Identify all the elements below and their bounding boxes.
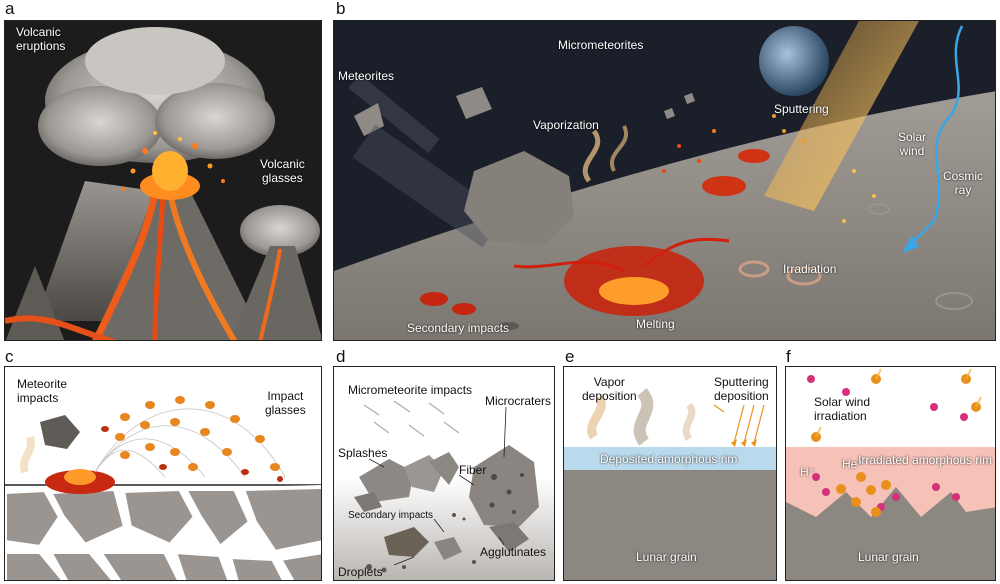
panel-a-volcanic: Volcanic eruptions Volcanic glasses — [4, 20, 322, 341]
label-sputtering: Sputtering — [774, 102, 829, 116]
impact-glasses-illustration — [5, 396, 321, 580]
label-deposited-rim: Deposited amorphous rim — [600, 452, 738, 466]
label-h-plus: H⁺ — [800, 465, 815, 479]
panel-label-d: d — [336, 347, 346, 366]
volcano-illustration — [5, 27, 321, 340]
label-micrometeorites: Micrometeorites — [558, 38, 644, 52]
label-lunar-grain-e: Lunar grain — [636, 550, 697, 564]
label-splashes: Splashes — [338, 446, 388, 460]
label-agglutinates: Agglutinates — [480, 545, 547, 559]
panel-e-deposited-rim: Vapor deposition Sputtering deposition D… — [563, 366, 777, 581]
label-vapor-deposition: Vapor deposition — [582, 375, 637, 403]
label-irradiated-rim: Irradiated amorphous rim — [858, 453, 993, 467]
label-solar-wind-irradiation: Solar wind irradiation — [814, 395, 871, 423]
label-secondary-impacts-d: Secondary impacts — [348, 510, 434, 521]
panel-label-b: b — [336, 0, 346, 18]
label-volcanic-glasses: Volcanic glasses — [260, 157, 305, 185]
panel-label-f: f — [786, 347, 791, 366]
label-cosmic-ray: Cosmic ray — [943, 169, 984, 197]
label-irradiation: Irradiation — [783, 262, 837, 276]
label-droplets: Droplets — [338, 565, 383, 579]
label-micrometeorite-impacts: Micrometeorite impacts — [348, 383, 473, 397]
panel-c-impact-glasses: Meteorite impacts Impact glasses — [4, 366, 322, 581]
vapor-deposition-illustration — [564, 388, 776, 580]
panel-label-e: e — [565, 347, 575, 366]
panel-f-irradiated-rim: Solar wind irradiation Irradiated amorph… — [785, 366, 996, 581]
solar-wind-irradiation-illustration — [786, 368, 995, 580]
panel-label-c: c — [5, 347, 14, 366]
label-vaporization: Vaporization — [533, 118, 599, 132]
label-meteorite-impacts: Meteorite impacts — [17, 377, 68, 405]
panel-d-micrometeorite-impacts: Micrometeorite impacts Microcraters Spla… — [333, 366, 555, 581]
label-impact-glasses: Impact glasses — [265, 389, 306, 417]
label-volcanic-eruptions: Volcanic eruptions — [16, 25, 66, 53]
space-weathering-illustration — [334, 21, 995, 340]
label-fiber: Fiber — [459, 463, 487, 477]
micrometeorite-illustration — [334, 400, 554, 580]
panel-b-space-weathering: Micrometeorites Meteorites Vaporization … — [333, 20, 996, 341]
label-he-plus: He⁺ — [842, 457, 864, 471]
label-melting: Melting — [636, 317, 675, 331]
label-secondary-impacts: Secondary impacts — [407, 321, 510, 335]
label-sputtering-deposition: Sputtering deposition — [714, 375, 769, 403]
label-lunar-grain-f: Lunar grain — [858, 550, 919, 564]
panel-label-a: a — [5, 0, 15, 18]
label-meteorites: Meteorites — [338, 69, 395, 83]
label-solar-wind: Solar wind — [898, 130, 927, 158]
label-microcraters: Microcraters — [485, 394, 552, 408]
